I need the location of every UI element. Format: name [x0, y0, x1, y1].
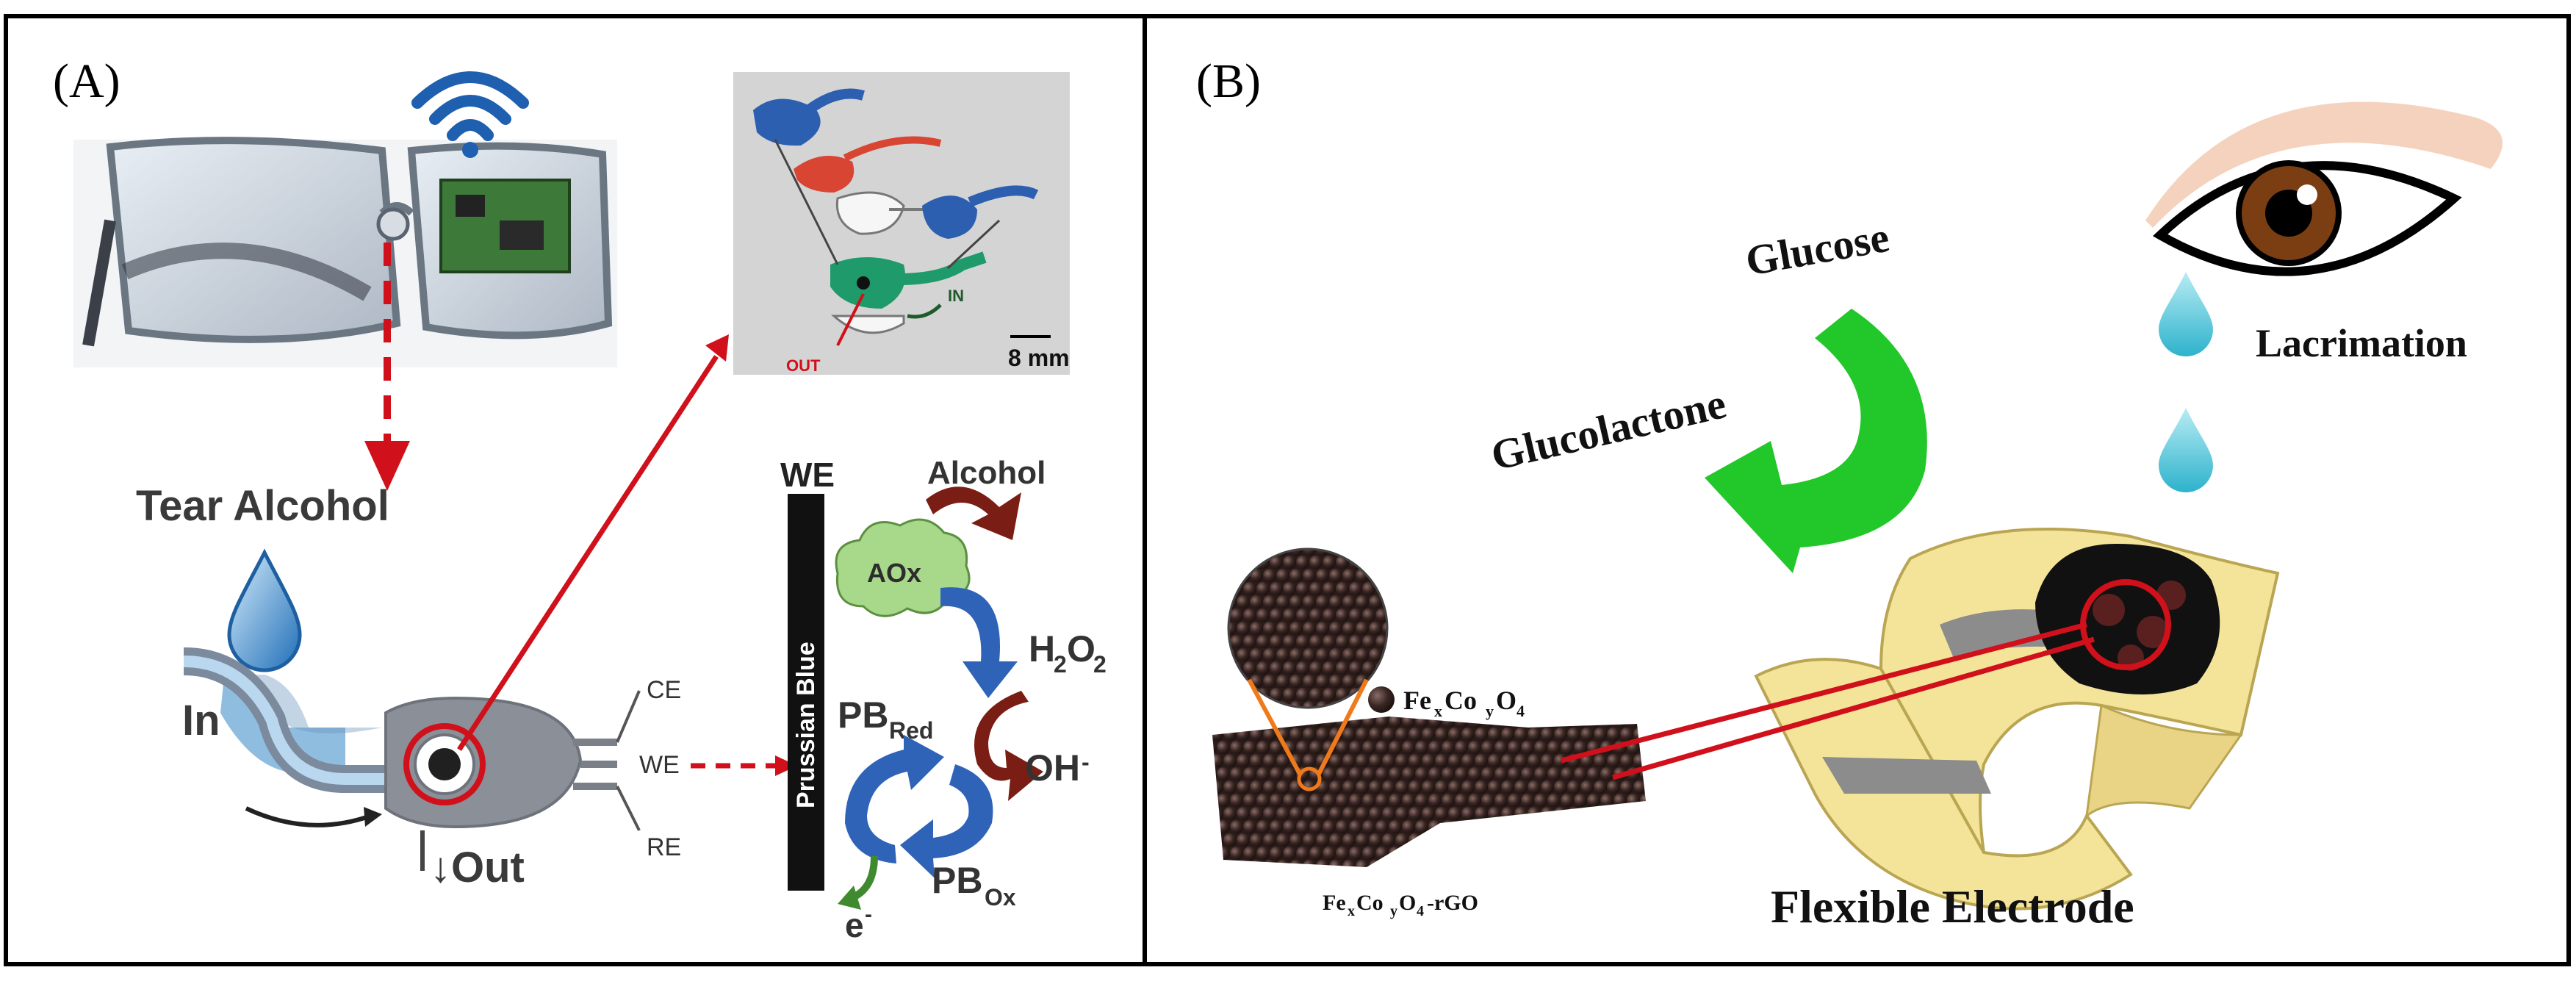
link-line-upper: [1561, 622, 2087, 764]
svg-text:OH: OH: [1025, 747, 1080, 789]
svg-text:e: e: [845, 906, 864, 944]
figure-border: [4, 14, 2571, 966]
ce-label: CE: [647, 676, 681, 704]
prussian-blue-label: Prussian Blue: [792, 642, 820, 808]
svg-text:y: y: [1390, 903, 1397, 919]
pb-cycle-left-arrow: [845, 735, 944, 863]
svg-text:PB: PB: [932, 860, 982, 901]
svg-text:-: -: [865, 902, 872, 927]
svg-text:PB: PB: [838, 694, 888, 736]
svg-text:Fe: Fe: [1403, 686, 1431, 715]
oh-label: OH -: [1025, 747, 1090, 789]
arrow-to-inset-head: [705, 334, 729, 362]
zoom-circle: [1227, 547, 1389, 709]
re-label: RE: [647, 833, 681, 861]
dashed-arrow-we-head: [775, 755, 797, 776]
water-drop-icon: [227, 548, 302, 672]
svg-text:4: 4: [1417, 903, 1424, 919]
aox-label: AOx: [867, 558, 921, 588]
svg-text:2: 2: [1093, 651, 1107, 678]
wifi-icon: [411, 71, 529, 158]
h2o2-label: H 2 O 2: [1029, 628, 1107, 678]
link-line-lower: [1612, 636, 2095, 780]
particle-legend-label: Fe x Co y O 4: [1403, 686, 1525, 720]
svg-text:y: y: [1486, 702, 1494, 720]
pb-ox-label: PB Ox: [932, 860, 1016, 911]
tear-drop-lower: [2159, 408, 2213, 492]
alcohol-label: Alcohol: [927, 455, 1046, 491]
pb-cycle-right-arrow: [900, 764, 993, 878]
electron-arrow-head: [838, 886, 861, 910]
microfluidic-sensor: [183, 647, 641, 871]
zoom-line-left: [1247, 678, 1303, 777]
svg-text:-: -: [1082, 749, 1090, 775]
out-label: ↓Out: [430, 844, 525, 891]
flexible-electrode: [1754, 528, 2280, 911]
arrow-to-inset: [457, 355, 719, 751]
highlight-circle: [403, 723, 486, 805]
inset-in-label: IN: [948, 287, 964, 305]
lacrimation-label: Lacrimation: [2256, 321, 2467, 365]
sensor-layers-inset: [733, 72, 1070, 375]
electron-label: e -: [845, 902, 872, 944]
prussian-blue-electrode: [788, 494, 824, 891]
tear-drop-upper: [2159, 272, 2213, 356]
alcohol-arrow: [926, 486, 1021, 540]
arrow-to-h2o2: [940, 587, 1018, 698]
panel-a-label: (A): [53, 54, 120, 108]
svg-text:O: O: [1496, 686, 1517, 715]
glucose-conversion-arrow: [1705, 309, 1927, 573]
scale-bar-label: 8 mm: [1008, 345, 1070, 371]
svg-text:H: H: [1029, 628, 1055, 669]
svg-text:x: x: [1348, 903, 1355, 919]
svg-text:-rGO: -rGO: [1427, 891, 1478, 915]
particle-legend-ball: [1368, 686, 1395, 713]
svg-text:Co: Co: [1356, 891, 1384, 915]
svg-text:O: O: [1399, 891, 1416, 915]
flexible-electrode-label: Flexible Electrode: [1771, 880, 2134, 933]
svg-text:O: O: [1067, 628, 1095, 669]
tear-alcohol-label: Tear Alcohol: [136, 482, 389, 530]
in-label: In: [182, 697, 220, 744]
zoom-line-right: [1316, 678, 1369, 777]
smart-glasses-photo: [73, 137, 617, 367]
eye-icon: [2145, 101, 2503, 276]
pb-red-label: PB Red: [838, 694, 933, 744]
glucose-label: Glucose: [1742, 213, 1893, 285]
glucolactone-label: Glucolactone: [1486, 379, 1730, 480]
svg-text:Fe: Fe: [1323, 891, 1346, 915]
nanocomposite-film: [1212, 717, 1646, 867]
composite-label: Fe x Co y O 4 -rGO: [1323, 891, 1478, 919]
aox-cloud: [835, 518, 971, 617]
we-top-label: WE: [780, 456, 835, 494]
zoom-origin: [1297, 766, 1322, 791]
svg-text:2: 2: [1054, 651, 1067, 678]
inset-out-label: OUT: [786, 356, 821, 375]
arrow-to-oh: [974, 691, 1043, 801]
panel-b-label: (B): [1196, 54, 1261, 108]
we-lead-label: WE: [639, 751, 680, 779]
dashed-arrowhead: [364, 441, 410, 491]
svg-text:Co: Co: [1444, 686, 1477, 715]
svg-text:Ox: Ox: [985, 884, 1016, 911]
svg-text:x: x: [1434, 702, 1442, 720]
svg-text:4: 4: [1517, 702, 1525, 720]
